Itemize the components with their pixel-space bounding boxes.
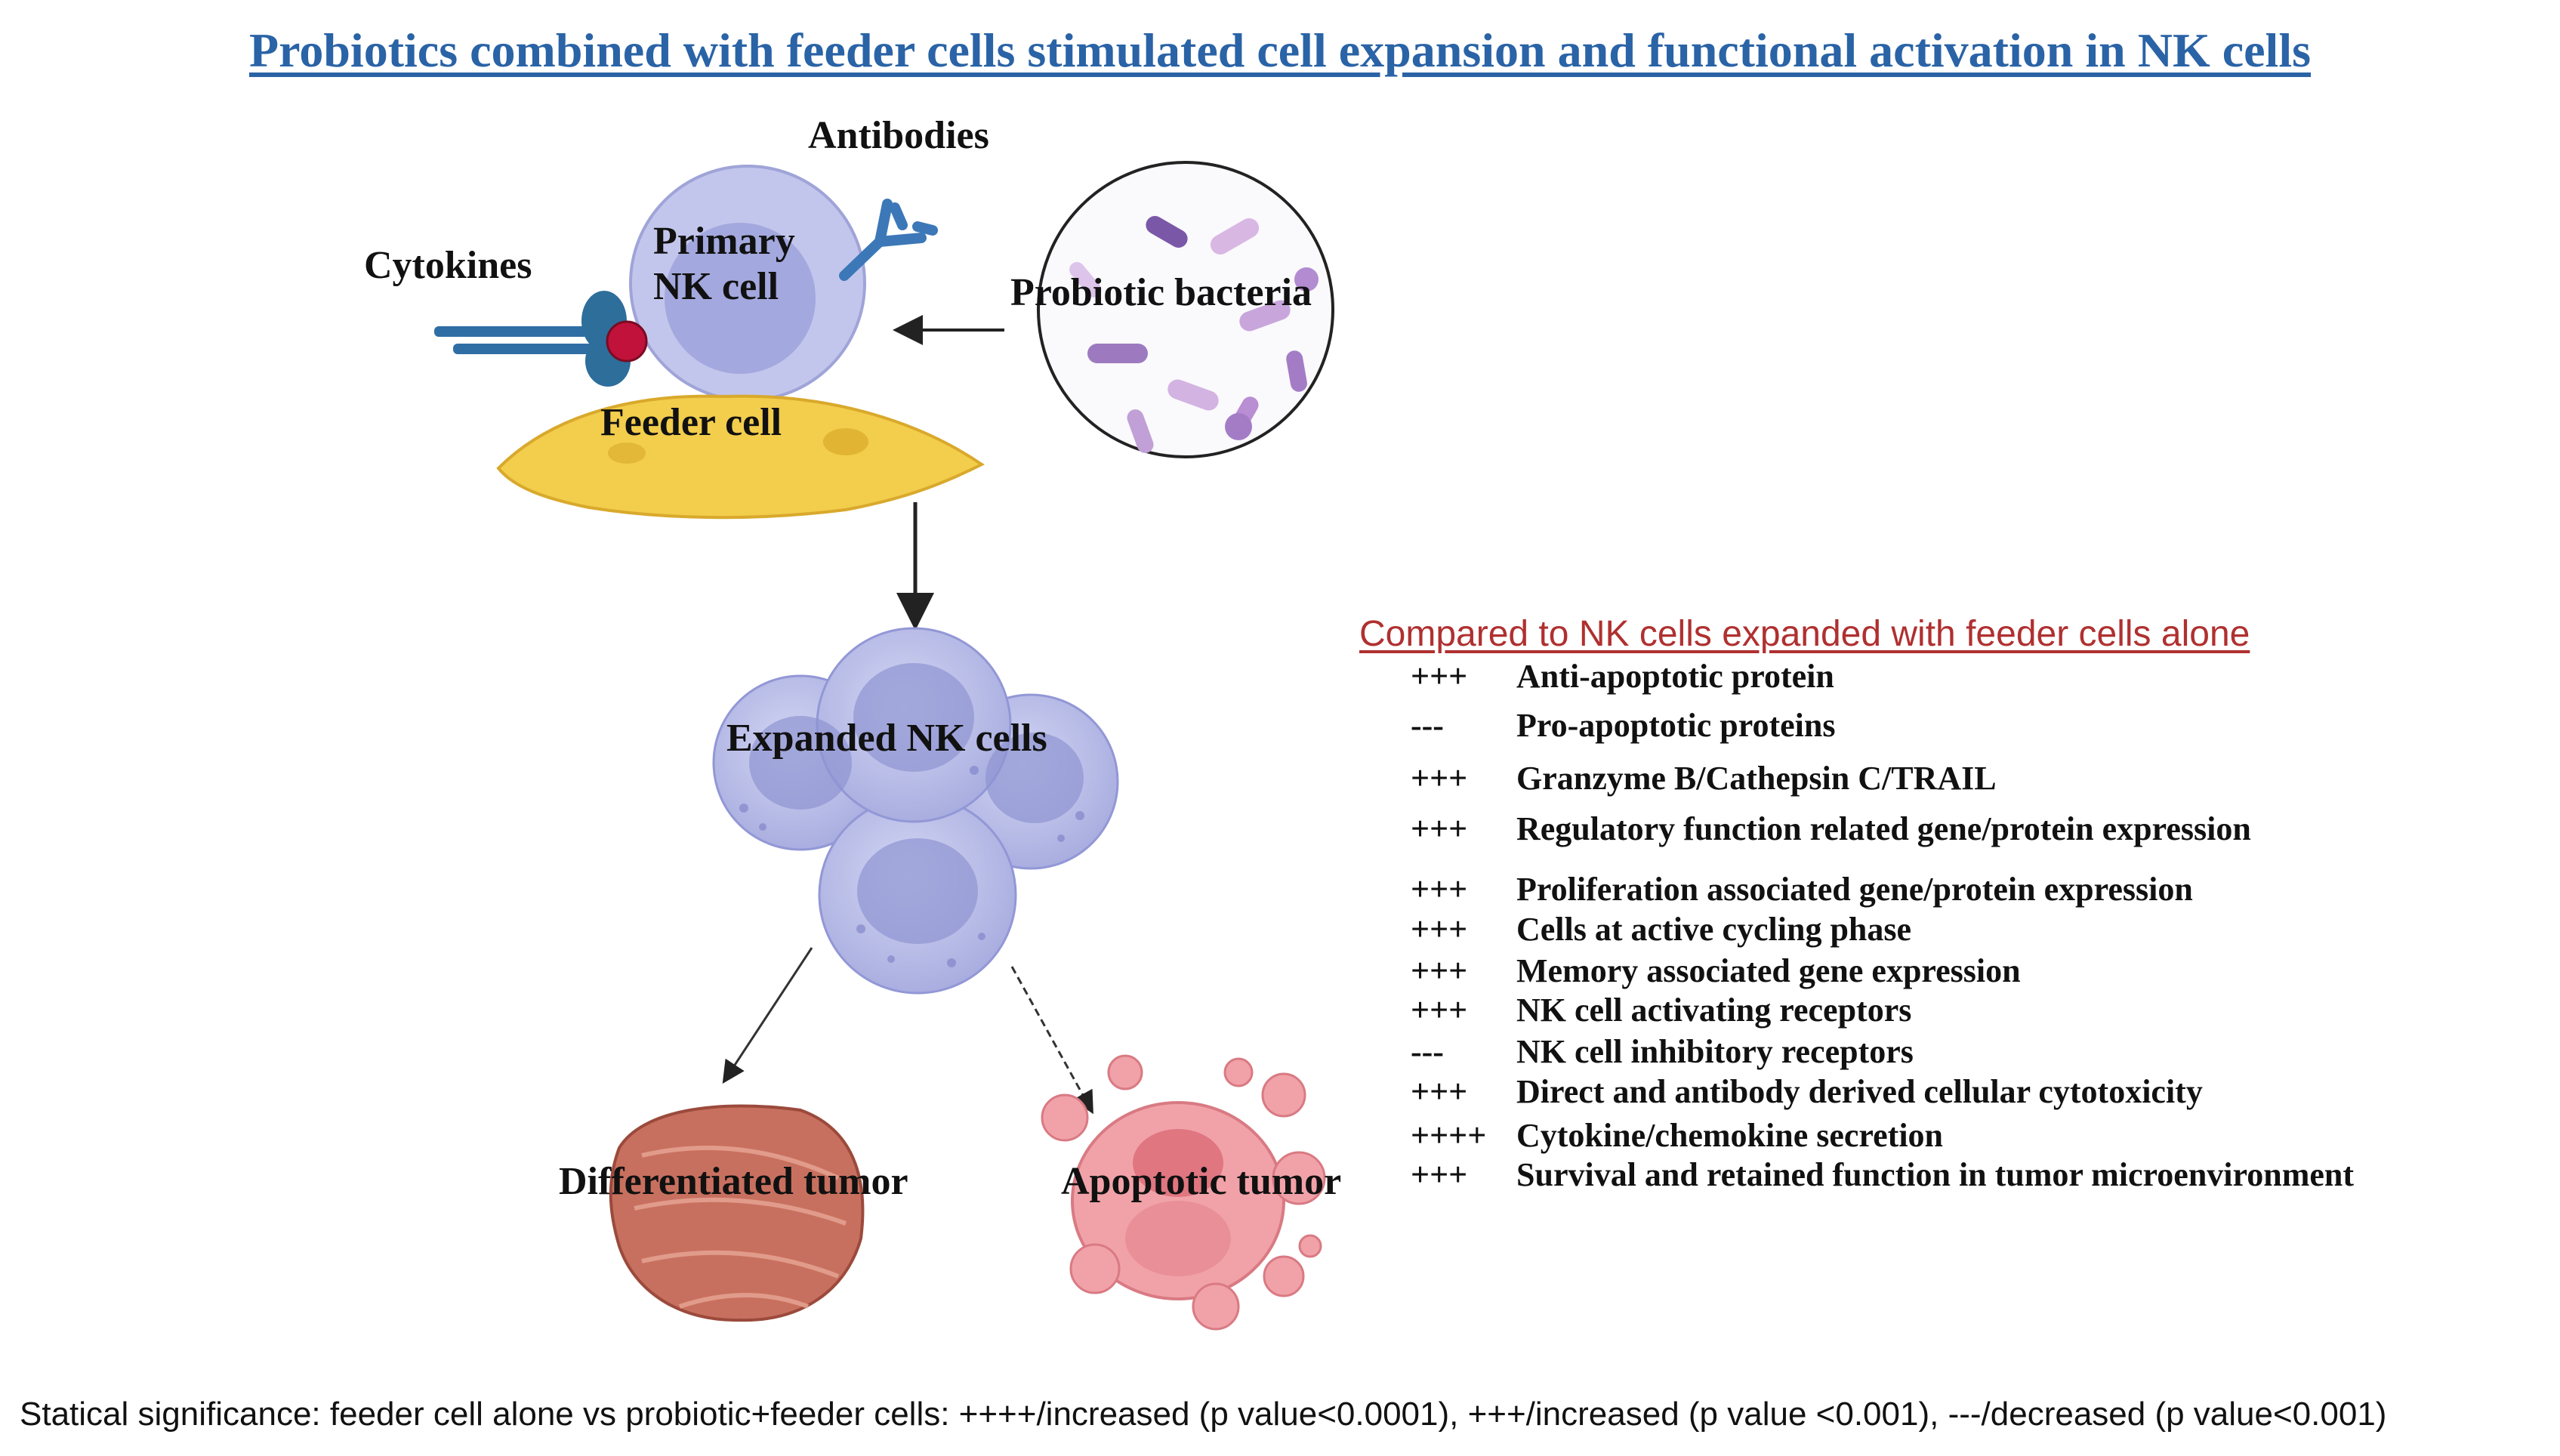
significance-marker: +++ — [1411, 760, 1468, 797]
significance-marker: +++ — [1411, 810, 1468, 847]
significance-footnote: Statical significance: feeder cell alone… — [20, 1396, 2387, 1433]
feeder-cell-icon — [496, 394, 985, 520]
cytokines-label: Cytokines — [364, 244, 532, 287]
comparison-item-text: Regulatory function related gene/protein… — [1516, 810, 2251, 847]
comparison-item-text: NK cell activating receptors — [1516, 992, 1912, 1029]
comparison-heading: Compared to NK cells expanded with feede… — [1359, 614, 2250, 654]
significance-marker: --- — [1411, 707, 1444, 744]
comparison-item-text: Proliferation associated gene/protein ex… — [1516, 871, 2193, 908]
bacteria-circle-icon — [1037, 161, 1334, 458]
primary-nk-label-line2: NK cell — [653, 265, 779, 308]
significance-marker: +++ — [1411, 1156, 1468, 1193]
arrow-to-apoptotic — [1010, 966, 1093, 1115]
differentiated-tumor-label: Differentiated tumor — [559, 1160, 908, 1203]
comparison-item-text: Cytokine/chemokine secretion — [1516, 1117, 1944, 1154]
nk-cell-cluster-icon — [712, 627, 1119, 995]
comparison-item-text: Granzyme B/Cathepsin C/TRAIL — [1516, 760, 1997, 797]
differentiated-tumor-icon — [609, 1104, 865, 1322]
primary-nk-cell-icon — [629, 165, 866, 402]
significance-marker: --- — [1411, 1033, 1444, 1070]
antibodies-label: Antibodies — [808, 114, 989, 157]
significance-marker: +++ — [1411, 992, 1468, 1029]
cytokine-receptor-icon — [434, 291, 648, 387]
significance-marker: +++ — [1411, 952, 1468, 989]
apoptotic-tumor-icon — [1041, 1054, 1326, 1331]
significance-marker: ++++ — [1411, 1117, 1487, 1154]
feeder-cell-label: Feeder cell — [600, 401, 782, 444]
significance-marker: +++ — [1411, 871, 1468, 908]
comparison-item-text: Anti-apoptotic protein — [1516, 658, 1834, 695]
comparison-item-text: NK cell inhibitory receptors — [1516, 1033, 1914, 1070]
comparison-item-text: Memory associated gene expression — [1516, 952, 2021, 989]
primary-nk-label-line1: Primary — [653, 220, 795, 263]
expanded-nk-label: Expanded NK cells — [726, 717, 1047, 760]
significance-marker: +++ — [1411, 1073, 1468, 1110]
probiotic-label: Probiotic bacteria — [1010, 271, 1312, 314]
comparison-item-text: Pro-apoptotic proteins — [1516, 707, 1836, 744]
significance-marker: +++ — [1411, 658, 1468, 695]
figure-title: Probiotics combined with feeder cells st… — [248, 23, 2312, 77]
apoptotic-tumor-label: Apoptotic tumor — [1061, 1160, 1342, 1203]
comparison-item-text: Cells at active cycling phase — [1516, 911, 1912, 948]
comparison-item-text: Direct and antibody derived cellular cyt… — [1516, 1073, 2203, 1110]
antibody-icon — [839, 199, 938, 281]
arrow-to-differentiated — [722, 947, 813, 1084]
significance-marker: +++ — [1411, 911, 1468, 948]
comparison-item-text: Survival and retained function in tumor … — [1516, 1156, 2355, 1193]
